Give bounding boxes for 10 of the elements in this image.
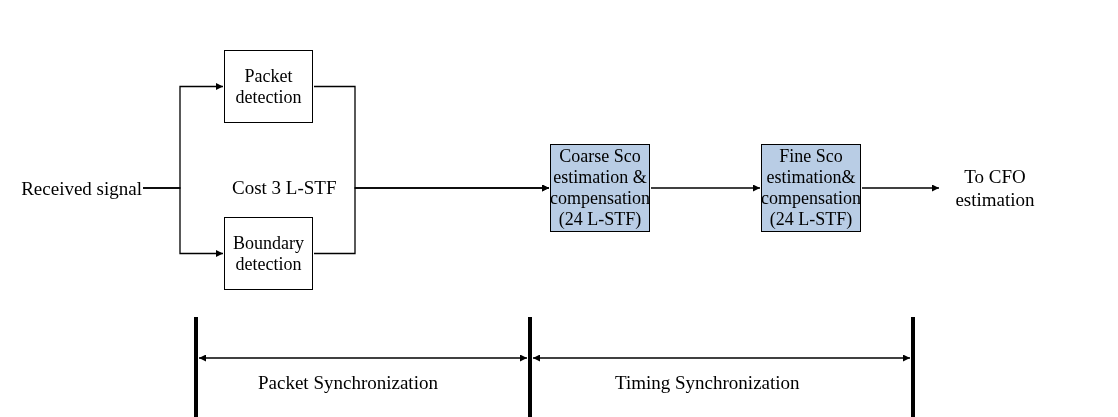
- arrow: [313, 184, 550, 255]
- arrow: [650, 184, 761, 192]
- process-box: Fine Sco estimation& compensation (24 L-STF): [761, 144, 861, 232]
- arrow: [861, 184, 940, 192]
- process-box: Coarse Sco estimation & compensation (24 L-STF): [550, 144, 650, 232]
- signal-label: Received signal: [4, 176, 142, 200]
- output-label: To CFO estimation: [940, 164, 1050, 212]
- process-box: Packet detection: [224, 50, 313, 123]
- arrow: [142, 187, 224, 257]
- process-box: Boundary detection: [224, 217, 313, 290]
